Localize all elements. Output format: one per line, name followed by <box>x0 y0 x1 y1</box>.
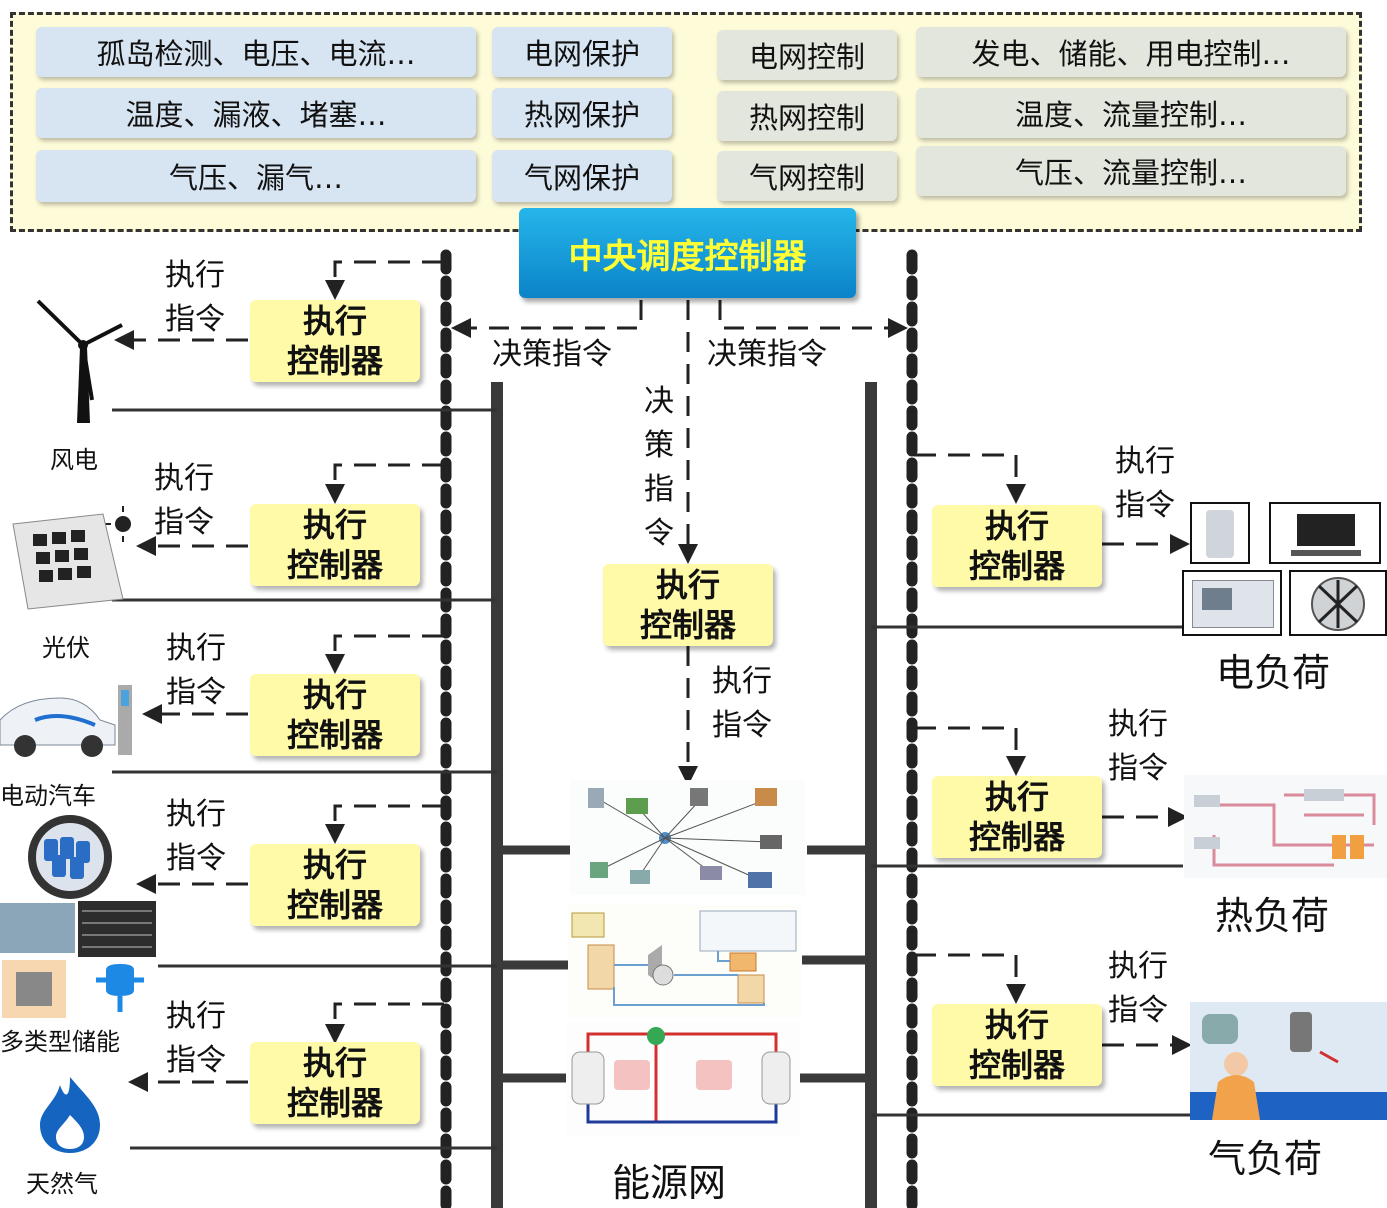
exec-command-label-pv: 执行指令 <box>154 461 214 540</box>
exec-controller-gas: 执行控制器 <box>250 1042 420 1124</box>
exec-controller-heat-load: 执行控制器 <box>932 776 1102 858</box>
source-label-gas: 天然气 <box>26 1170 98 1198</box>
energy-storage-icon <box>0 815 156 957</box>
water-heater-icon <box>1190 502 1250 564</box>
heat-network-control-cell: 热网控制 <box>717 91 897 141</box>
wind-turbine-icon <box>36 299 123 423</box>
decision-command-label-left: 决策指令 <box>492 337 612 372</box>
energy-network-map-icon <box>570 780 805 895</box>
monitor-electric-cell: 孤岛检测、电压、电流… <box>36 27 476 77</box>
decision-command-label-right: 决策指令 <box>707 337 827 372</box>
device-control-electric-cell: 发电、储能、用电控制… <box>916 27 1346 77</box>
heat-protection-cell: 热网保护 <box>492 88 672 138</box>
solar-panel-icon <box>12 506 131 610</box>
exec-command-label-ev: 执行指令 <box>166 631 226 710</box>
exec-controller-network: 执行控制器 <box>603 564 773 646</box>
exec-command-label-electric-load: 执行指令 <box>1115 444 1175 523</box>
monitor-heat-cell: 温度、漏液、堵塞… <box>36 88 476 138</box>
gas-protection-cell: 气网保护 <box>492 150 672 202</box>
exec-command-label-wind: 执行指令 <box>165 258 225 337</box>
exec-command-label-network: 执行指令 <box>712 664 772 743</box>
gas-load-kitchen-icon <box>1190 1002 1387 1120</box>
monitor-gas-cell: 气压、漏气… <box>36 150 476 202</box>
heat-network-diagram-icon <box>568 905 802 1017</box>
cnc-machine-icon <box>1182 570 1282 636</box>
device-control-heat-cell: 温度、流量控制… <box>916 88 1346 138</box>
exhaust-fan-icon <box>1289 570 1387 636</box>
tv-icon <box>1269 502 1381 564</box>
exec-controller-electric-load: 执行控制器 <box>932 505 1102 587</box>
heat-load-system-icon <box>1184 775 1387 878</box>
exec-command-label-heat-load: 执行指令 <box>1108 707 1168 786</box>
decision-arrow-left <box>451 300 643 338</box>
source-label-storage: 多类型储能 <box>0 1028 120 1056</box>
natural-gas-flame-icon <box>40 1077 100 1153</box>
exec-controller-pv: 执行控制器 <box>250 504 420 586</box>
source-label-ev: 电动汽车 <box>0 782 96 810</box>
electric-load-label: 电负荷 <box>1216 651 1331 695</box>
gas-load-label: 气负荷 <box>1208 1137 1323 1181</box>
decision-arrow-right <box>718 300 908 338</box>
device-control-gas-cell: 气压、流量控制… <box>916 146 1346 196</box>
exec-controller-ev: 执行控制器 <box>250 674 420 756</box>
source-label-pv: 光伏 <box>42 634 90 662</box>
electric-network-control-cell: 电网控制 <box>717 30 897 80</box>
decision-command-vertical: 决策指令 <box>644 384 674 551</box>
electric-protection-cell: 电网保护 <box>492 27 672 77</box>
exec-controller-wind: 执行控制器 <box>250 300 420 382</box>
exec-command-label-storage: 执行指令 <box>166 797 226 876</box>
exec-controller-gas-load: 执行控制器 <box>932 1004 1102 1086</box>
storage-devices-icon <box>2 960 144 1018</box>
exec-command-label-gas-load: 执行指令 <box>1108 949 1168 1028</box>
energy-network-label: 能源网 <box>612 1161 727 1205</box>
exec-controller-storage: 执行控制器 <box>250 844 420 926</box>
central-dispatch-controller: 中央调度控制器 <box>519 208 856 298</box>
gas-network-diagram-icon <box>566 1022 800 1137</box>
exec-command-label-gas: 执行指令 <box>166 999 226 1078</box>
source-label-wind: 风电 <box>50 446 98 474</box>
gas-network-control-cell: 气网控制 <box>717 151 897 201</box>
electric-car-icon <box>0 685 132 757</box>
heat-load-label: 热负荷 <box>1215 894 1330 938</box>
